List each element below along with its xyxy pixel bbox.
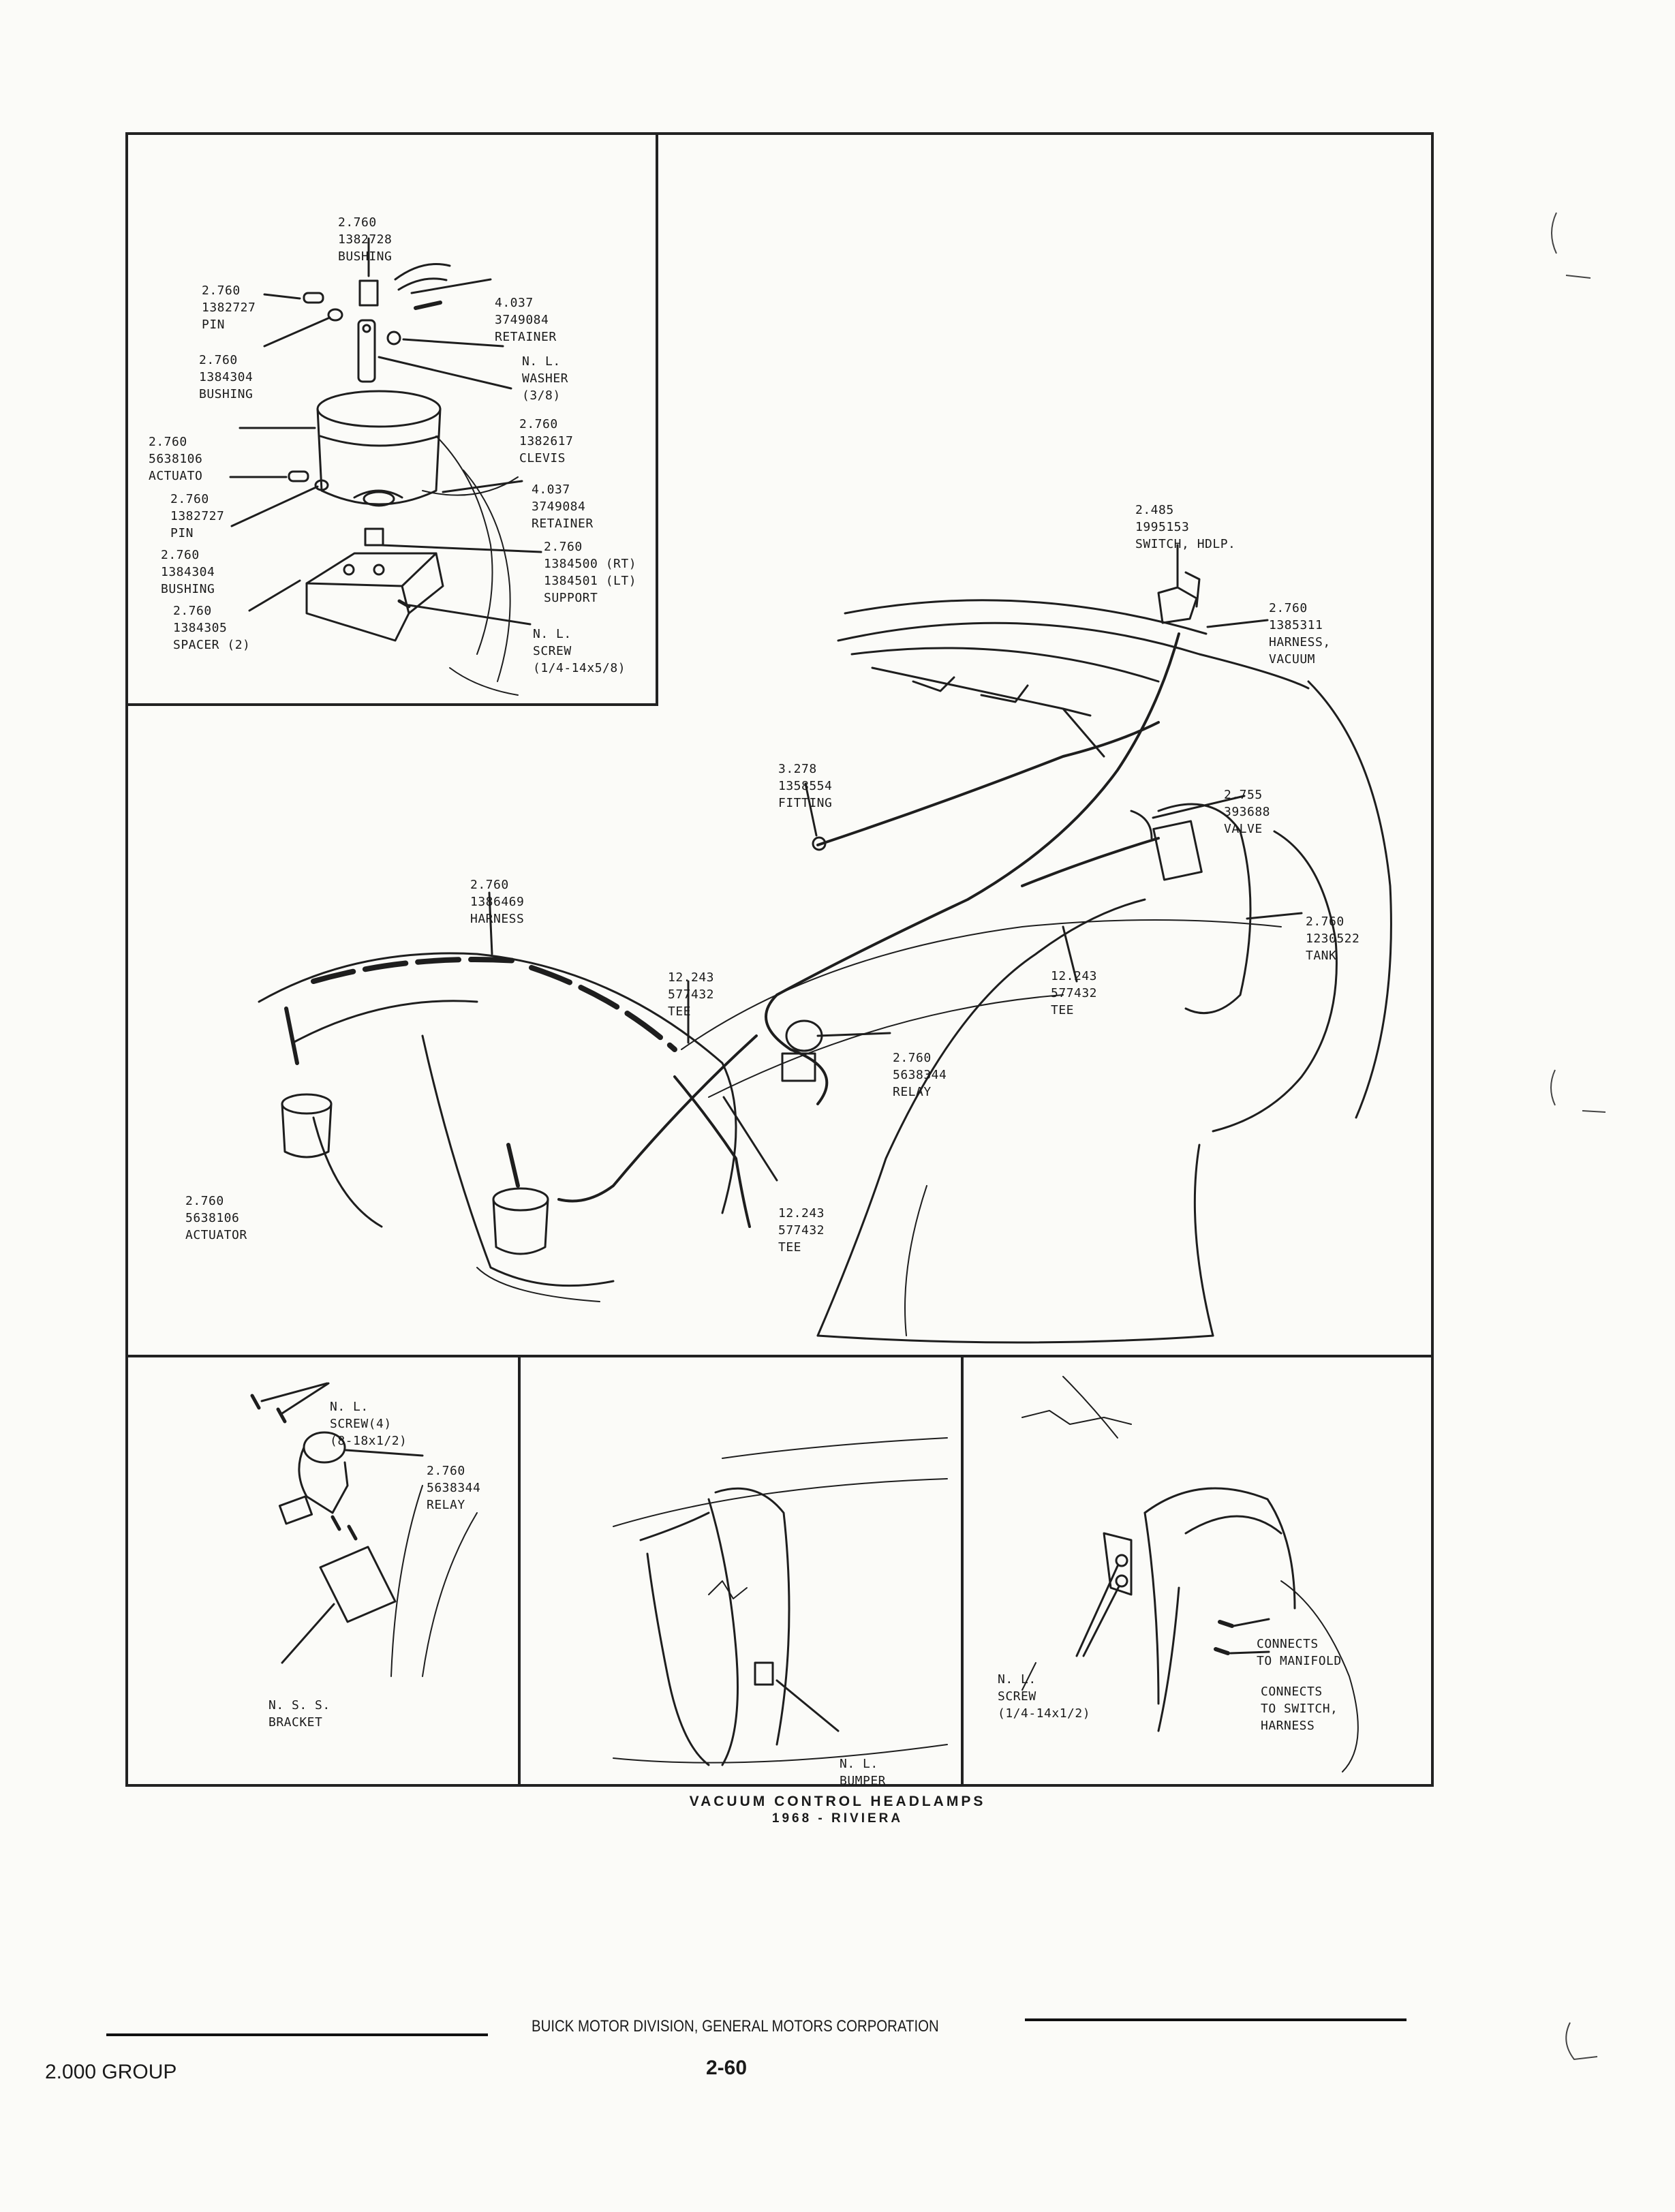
callout-bumper: N. L.BUMPER <box>840 1757 887 1788</box>
bumper-detail <box>613 1437 948 1766</box>
diagram-title: VACUUM CONTROL HEADLAMPS <box>689 1794 986 1809</box>
inset-actuator-panel <box>125 132 658 706</box>
diagram-frame <box>125 132 1434 1787</box>
main-front-end-view <box>258 544 1392 1344</box>
footer-group: 2.000 GROUP <box>45 2061 177 2083</box>
callout-bracket: N. S. S.BRACKET <box>268 1698 331 1730</box>
footer-rule-right <box>1025 2018 1407 2021</box>
callout-screw-inset: N. L.SCREW(1/4-14x5/8) <box>533 627 626 675</box>
diagram-subtitle: 1968 - RIVIERA <box>771 1811 904 1826</box>
callout-screw-4: N. L.SCREW(4)(8-18x1/2) <box>330 1400 408 1448</box>
tank-mount-detail <box>1021 1376 1359 1772</box>
footer-division: BUICK MOTOR DIVISION, GENERAL MOTORS COR… <box>532 2017 939 2036</box>
footer-rule-left <box>106 2033 488 2036</box>
page-number: 2-60 <box>706 2057 748 2079</box>
detail-bumper-panel <box>961 1356 964 1787</box>
detail-relay-panel <box>518 1356 521 1787</box>
callout-washer: N. L.WASHER(3/8) <box>522 354 569 403</box>
callout-screw-detail: N. L.SCREW(1/4-14x1/2) <box>998 1672 1091 1721</box>
actuator-exploded-view <box>229 237 542 696</box>
relay-bracket-detail <box>250 1382 478 1677</box>
detail-divider <box>125 1355 1434 1357</box>
